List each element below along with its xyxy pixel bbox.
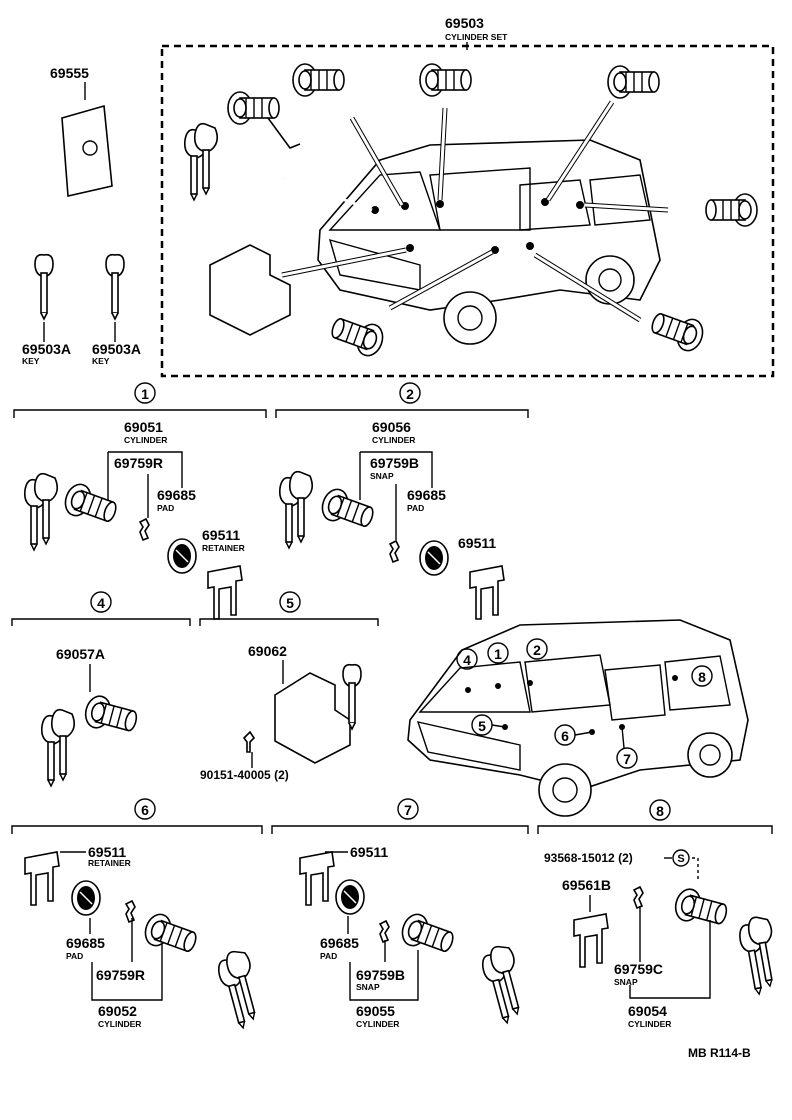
- g6-retainer-sub: RETAINER: [88, 858, 131, 868]
- g6-cylinder-no: 69052: [98, 1003, 137, 1019]
- cylinder-set-box: [160, 42, 775, 378]
- g8-screw-no: 93568-15012 (2): [544, 851, 633, 865]
- g7-snap-no: 69759B: [356, 967, 405, 983]
- group8-circle: [649, 799, 671, 821]
- g7-cylinder-sub: CYLINDER: [356, 1019, 399, 1029]
- g8-snap-sub: SNAP: [614, 977, 638, 987]
- g6-cylinder-sub: CYLINDER: [98, 1019, 141, 1029]
- set-number: 69503: [445, 15, 484, 31]
- g4-part-no: 69057A: [56, 646, 105, 662]
- group6-circle: [134, 798, 156, 820]
- g1-retainer-sub: RETAINER: [202, 543, 245, 553]
- group7-circle: [397, 798, 419, 820]
- svg-text:5: 5: [478, 718, 486, 734]
- group2-number: 2: [406, 386, 414, 402]
- g2-pad-no: 69685: [407, 487, 446, 503]
- g1-cylinder-no: 69051: [124, 419, 163, 435]
- g6-snap-no: 69759R: [96, 967, 145, 983]
- g6-retainer-no: 69511: [88, 844, 126, 860]
- g8-cylinder-no: 69054: [628, 1003, 667, 1019]
- g8-cylinder-sub: CYLINDER: [628, 1019, 671, 1029]
- case-part-number: 69555: [50, 65, 89, 81]
- g5-lock-housing: [274, 672, 351, 764]
- svg-text:4: 4: [463, 652, 471, 668]
- g8-screw-mark: S: [677, 853, 684, 865]
- g8-snap-no: 69759C: [614, 961, 663, 977]
- van-illustration-top: [317, 139, 661, 345]
- group1-number: 1: [141, 386, 149, 402]
- key-case-icon: [61, 104, 113, 197]
- g5-bolt-no: 90151-40005 (2): [200, 768, 289, 782]
- key2-number: 69503A: [92, 341, 141, 357]
- svg-text:8: 8: [698, 669, 706, 685]
- g7-pad-sub: PAD: [320, 951, 337, 961]
- g6-pad-sub: PAD: [66, 951, 83, 961]
- group8-number: 8: [656, 803, 664, 819]
- g2-cylinder-no: 69056: [372, 419, 411, 435]
- g2-retainer-no: 69511: [458, 535, 496, 551]
- g5-part-no: 69062: [248, 643, 287, 659]
- van-illustration-ref: [407, 619, 749, 817]
- svg-text:2: 2: [533, 642, 541, 658]
- group6-number: 6: [141, 802, 149, 818]
- set-parts: [183, 63, 758, 360]
- group2-circle: [399, 382, 421, 404]
- g2-snap-no: 69759B: [370, 455, 419, 471]
- svg-text:6: 6: [561, 728, 569, 744]
- g7-snap-sub: SNAP: [356, 982, 380, 992]
- key1-sub: KEY: [22, 356, 40, 366]
- g1-pad-sub: PAD: [157, 503, 174, 513]
- group4-number: 4: [97, 595, 105, 611]
- group5-number: 5: [286, 595, 294, 611]
- g7-cylinder-no: 69055: [356, 1003, 395, 1019]
- g1-pad-no: 69685: [157, 487, 196, 503]
- svg-text:7: 7: [623, 751, 631, 767]
- group7-number: 7: [404, 802, 412, 818]
- g2-cylinder-sub: CYLINDER: [372, 435, 415, 445]
- g2-pad-sub: PAD: [407, 503, 424, 513]
- van-ref-markers: 4 1 2 8 5 6 7: [456, 638, 713, 769]
- key-icon-1: [34, 253, 54, 320]
- key-icon-2: [105, 253, 125, 320]
- group4-circle: [90, 591, 112, 613]
- g8-retainer-no: 69561B: [562, 877, 611, 893]
- g1-retainer-no: 69511: [202, 527, 240, 543]
- group1-circle: [134, 382, 156, 404]
- g6-pad-no: 69685: [66, 935, 105, 951]
- set-arrows: [281, 100, 669, 323]
- g1-snap-no: 69759R: [114, 455, 163, 471]
- group5-circle: [279, 591, 301, 613]
- set-name: CYLINDER SET: [445, 32, 508, 42]
- g2-snap-sub: SNAP: [370, 471, 394, 481]
- g8-screw-icon: [672, 849, 690, 867]
- g7-pad-no: 69685: [320, 935, 359, 951]
- g7-retainer-no: 69511: [350, 844, 388, 860]
- key2-sub: KEY: [92, 356, 110, 366]
- footer-code: MB R114-B: [688, 1046, 751, 1060]
- key1-number: 69503A: [22, 341, 71, 357]
- g1-cylinder-sub: CYLINDER: [124, 435, 167, 445]
- svg-text:1: 1: [494, 646, 502, 662]
